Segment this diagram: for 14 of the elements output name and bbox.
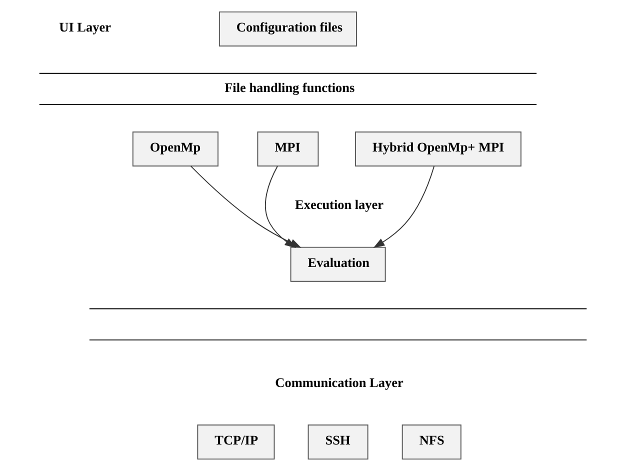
node-box: TCP/IP [197,424,275,460]
node-box: Configuration files [218,11,357,46]
label: UI Layer [59,20,111,35]
label: Communication Layer [275,374,404,390]
node-box: NFS [402,424,462,460]
node-box: Evaluation [290,246,386,282]
arrow [264,166,296,248]
node-box: MPI [257,132,319,166]
node-box: SSH [308,424,368,460]
arrow [373,166,435,248]
label: Execution layer [295,197,384,212]
node-text: File handling functions [224,80,355,96]
node-box: Hybrid OpenMp+ MPI [355,132,522,166]
node-box: OpenMp [132,132,218,166]
